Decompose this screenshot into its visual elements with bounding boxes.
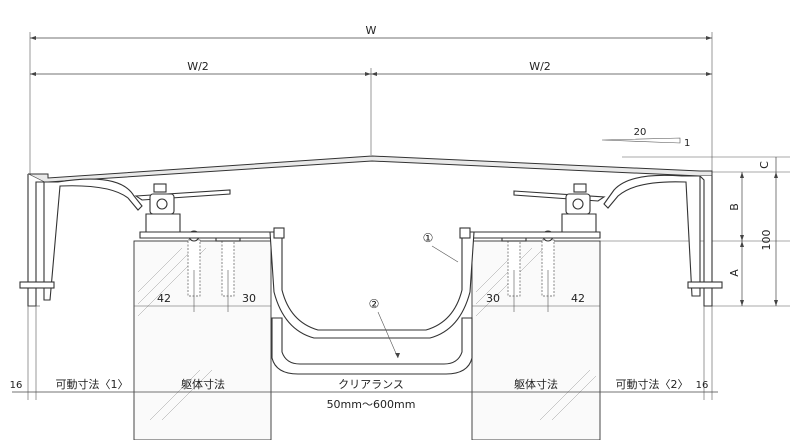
bottom-labels: 16 可動寸法〈1〉 躯体寸法 クリアランス 50mm〜600mm 躯体寸法 可… [10,377,709,411]
edge-fixings [19,281,723,307]
bracket-left [139,183,276,239]
label-w-half-right: W/2 [529,60,551,73]
label-body-right: 躯体寸法 [514,377,558,391]
label-100: 100 [760,230,773,251]
label-dim-30-left: 30 [242,292,256,305]
concrete-slab-right [471,240,601,441]
label-dim-42-left: 42 [157,292,171,305]
label-c: C [758,161,771,169]
label-body-left: 躯体寸法 [181,377,225,391]
dimension-vertical: C B A 100 [600,156,790,307]
bracket-right [467,183,601,239]
label-b: B [728,203,741,211]
label-dim-42-right: 42 [571,292,585,305]
label-movable-left: 可動寸法〈1〉 [56,377,129,391]
label-clearance: クリアランス [338,378,404,391]
callout-2: ② [369,297,400,359]
label-movable-right: 可動寸法〈2〉 [616,377,689,391]
concrete-slab-left [133,240,272,441]
label-a: A [728,269,741,277]
label-w-half-left: W/2 [187,60,209,73]
label-callout-2: ② [369,297,380,311]
dimension-w: W [29,24,713,175]
bottom-dimensions [12,306,718,400]
label-w: W [366,24,377,37]
gutter-trough [269,227,475,375]
label-clearance-range: 50mm〜600mm [327,398,416,411]
label-slope: 20 [634,127,647,138]
label-edge-left: 16 [10,380,23,391]
cover-plate [27,155,713,307]
dimension-half-widths: W/2 W/2 [30,60,712,155]
callout-1: ① [423,231,459,263]
label-callout-1: ① [423,231,434,245]
label-dim-30-right: 30 [486,292,500,305]
slope-indicator: 20 1 [601,127,690,149]
anchor-dimensions: 42 30 30 42 [134,270,600,312]
label-slope-rise: 1 [684,138,690,149]
label-edge-right: 16 [696,380,709,391]
